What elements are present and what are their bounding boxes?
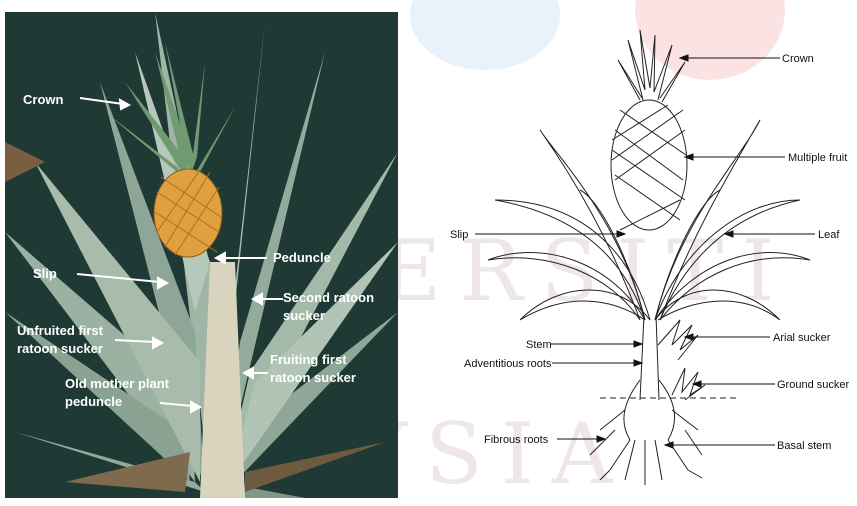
photo-label-second-ratoon-line2: sucker: [283, 308, 325, 323]
photo-label-slip: Slip: [33, 266, 57, 281]
photo-label-old-mother-line1: Old mother plant: [65, 376, 170, 391]
diagram-label-fibrous-roots: Fibrous roots: [484, 434, 549, 446]
diagram-pointers: [475, 55, 815, 448]
diagram-label-adventitious-roots: Adventitious roots: [464, 358, 552, 370]
diagram-crown: [618, 30, 685, 102]
photo-label-peduncle: Peduncle: [273, 250, 331, 265]
diagram-label-arial-sucker: Arial sucker: [773, 332, 831, 344]
diagram-label-ground-sucker: Ground sucker: [777, 379, 849, 391]
diagram-label-slip: Slip: [450, 229, 468, 241]
diagram-leaves: [488, 120, 810, 320]
diagram-stem: [640, 315, 659, 400]
diagram-roots: [590, 380, 702, 485]
photo-label-fruiting-line1: Fruiting first: [270, 352, 347, 367]
pineapple-photo: Crown Peduncle Slip Second ratoon sucker…: [5, 12, 398, 498]
diagram-label-crown: Crown: [782, 53, 814, 65]
photo-label-second-ratoon-line1: Second ratoon: [283, 290, 374, 305]
diagram-label-stem: Stem: [526, 339, 552, 351]
diagram-label-leaf: Leaf: [818, 229, 840, 241]
diagram-fruit: [611, 100, 687, 230]
diagram-drawing: [488, 30, 810, 485]
pineapple-photo-drawing: Crown Peduncle Slip Second ratoon sucker…: [5, 12, 398, 498]
photo-fruit: [154, 169, 222, 257]
diagram-label-multiple-fruit: Multiple fruit: [788, 152, 847, 164]
photo-label-old-mother-line2: peduncle: [65, 394, 122, 409]
photo-label-fruiting-line2: ratoon sucker: [270, 370, 356, 385]
photo-label-unfruited-line1: Unfruited first: [17, 323, 104, 338]
photo-label-crown: Crown: [23, 92, 64, 107]
diagram-label-basal-stem: Basal stem: [777, 440, 831, 452]
photo-label-unfruited-line2: ratoon sucker: [17, 341, 103, 356]
pineapple-diagram: Crown Multiple fruit Slip Leaf Stem Aria…: [440, 0, 857, 506]
